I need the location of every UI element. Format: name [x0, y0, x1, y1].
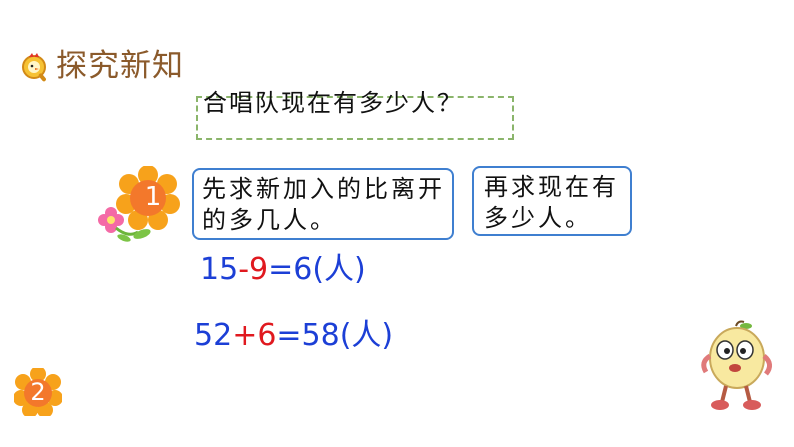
magnifier-chick-icon: [22, 53, 46, 82]
equation-2-a: 52: [194, 318, 233, 353]
equation-1: 15-9=6(人): [200, 252, 366, 288]
apple-mascot-icon: [701, 320, 772, 410]
question-text: 合唱队现在有多少人？: [203, 89, 463, 117]
equation-1-operator: -: [238, 252, 250, 287]
hint-box-left: 先求新加入的比离开的多几人。: [192, 168, 454, 240]
equation-1-a: 15: [200, 252, 239, 287]
flower-step-1-icon: [98, 166, 180, 242]
step-1-number: 1: [144, 182, 162, 212]
hint-right-text: 再求现在有多少人。: [484, 173, 619, 232]
equation-2-b: 6: [257, 318, 277, 353]
question-box: [196, 96, 514, 140]
equation-2-result: =58(人): [276, 318, 394, 353]
hint-box-right: 再求现在有多少人。: [472, 166, 632, 236]
section-title: 探究新知: [56, 48, 184, 84]
hint-left-text: 先求新加入的比离开的多几人。: [202, 175, 445, 234]
equation-1-result: =6(人): [268, 252, 366, 287]
equation-2: 52+6=58(人): [194, 318, 393, 354]
equation-2-operator: +: [232, 318, 258, 353]
flower-step-2-icon: [14, 368, 62, 416]
step-2-number: 2: [30, 378, 46, 406]
equation-1-b: 9: [249, 252, 269, 287]
